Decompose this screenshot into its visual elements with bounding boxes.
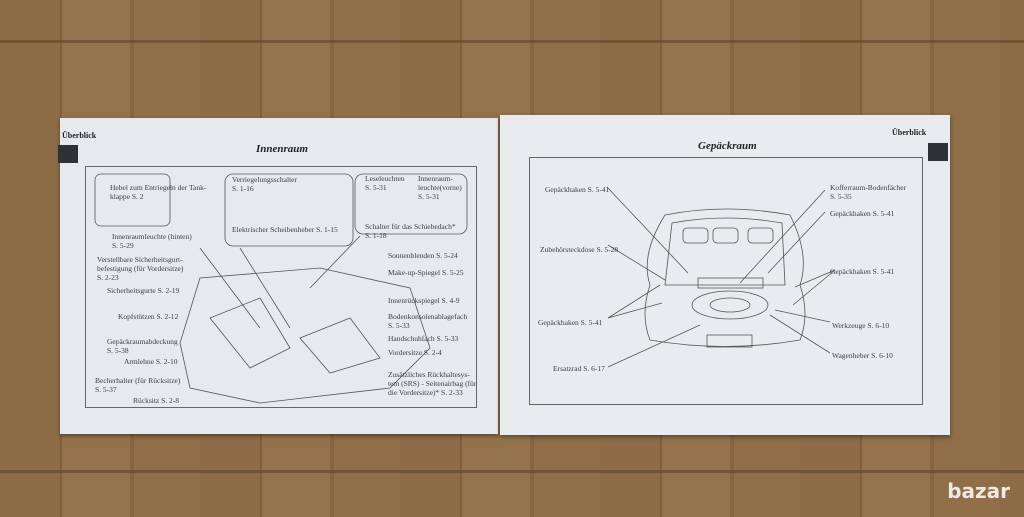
section-tab — [58, 145, 78, 163]
diagram-label: Becherhalter (für Rücksitze) — [95, 376, 181, 385]
right-manual-page: Überblick Gepäckraum Gepäckhaken S. 5-41… — [500, 115, 950, 435]
page-header: Überblick — [62, 131, 97, 140]
diagram-label: S. 1-18 — [365, 231, 387, 240]
diagram-label: Hebel zum Entriegeln der Tank- — [110, 183, 207, 192]
diagram-label: Werkzeuge S. 6-10 — [832, 321, 890, 330]
diagram-label: Gepäckhaken S. 5-41 — [538, 318, 603, 327]
diagram-label: S. 5-33 — [388, 321, 410, 330]
diagram-label: Gepäckhaken S. 5-41 — [830, 209, 895, 218]
diagram-label: Innenrückspiegel S. 4-9 — [388, 296, 460, 305]
diagram-label: Ersatzrad S. 6-17 — [553, 364, 605, 373]
diagram-label: S. 5-31 — [365, 183, 387, 192]
left-manual-page: Überblick Innenraum Hebel zum Entriegeln… — [58, 118, 498, 434]
diagram-label: Innenraum- — [418, 174, 453, 183]
diagram-frame — [85, 166, 477, 408]
diagram-label: Kofferraum-Bodenfächer — [830, 183, 907, 192]
diagram-label: klappe S. 2 — [110, 192, 144, 201]
diagram-label: Elektrischer Scheibenheber S. 1-15 — [232, 225, 338, 234]
diagram-label: die Vordersitze)* S. 2-33 — [388, 388, 463, 397]
diagram-label: S. 5-29 — [112, 241, 134, 250]
diagram-label: Innenraumleuchte (hinten) — [112, 232, 192, 241]
diagram-label: S. 2-23 — [97, 273, 119, 282]
diagram-label: Vordersitze S. 2-4 — [388, 348, 442, 357]
diagram-label: Kopfstützen S. 2-12 — [118, 312, 179, 321]
diagram-label: Armlehne S. 2-10 — [124, 357, 178, 366]
diagram-label: Sicherheitsgurte S. 2-19 — [107, 286, 180, 295]
watermark-logo: bazar — [947, 479, 1010, 503]
page-header: Überblick — [892, 128, 927, 137]
diagram-label: S. 5-31 — [418, 192, 440, 201]
diagram-label: Gepäckhaken S. 5-41 — [545, 185, 610, 194]
diagram-label: Schalter für das Schiebedach* — [365, 222, 456, 231]
diagram-label: Make-up-Spiegel S. 5-25 — [388, 268, 464, 277]
diagram-label: Verriegelungsschalter — [232, 175, 297, 184]
diagram-label: Sonnenblenden S. 5-24 — [388, 251, 458, 260]
trunk-illustration — [606, 186, 836, 368]
diagram-label: S. 5-38 — [107, 346, 129, 355]
diagram-label: Wagenheber S. 6-10 — [832, 351, 893, 360]
diagram-label: Zubehörsteckdose S. 5-28 — [540, 245, 619, 254]
diagram-label: leuchte(vorne) — [418, 183, 462, 192]
diagram-label: Bodenkonsolenablagefach — [388, 312, 468, 321]
section-tab — [928, 143, 948, 161]
diagram-label: Zusätzliches Rückhaltesys- — [388, 370, 470, 379]
diagram-label: S. 5-37 — [95, 385, 117, 394]
page-title: Gepäckraum — [698, 140, 757, 152]
page-title: Innenraum — [256, 143, 308, 155]
diagram-label: Handschuhfach S. 5-33 — [388, 334, 459, 343]
diagram-label: Gepäckraumabdeckung — [107, 337, 178, 346]
diagram-label: S. 1-16 — [232, 184, 254, 193]
diagram-label: Gepäckhaken S. 5-41 — [830, 267, 895, 276]
diagram-frame — [529, 157, 923, 405]
diagram-label: befestigung (für Vordersitze) — [97, 264, 184, 273]
diagram-label: Verstellbare Sicherheitsgurt- — [97, 255, 183, 264]
diagram-label: Rücksitz S. 2-8 — [133, 396, 180, 405]
diagram-label: tem (SRS) - Seitenairbag (für — [388, 379, 477, 388]
diagram-label: Leseleuchten — [365, 174, 405, 183]
diagram-label: S. 5-35 — [830, 192, 852, 201]
interior-illustration — [94, 173, 468, 404]
